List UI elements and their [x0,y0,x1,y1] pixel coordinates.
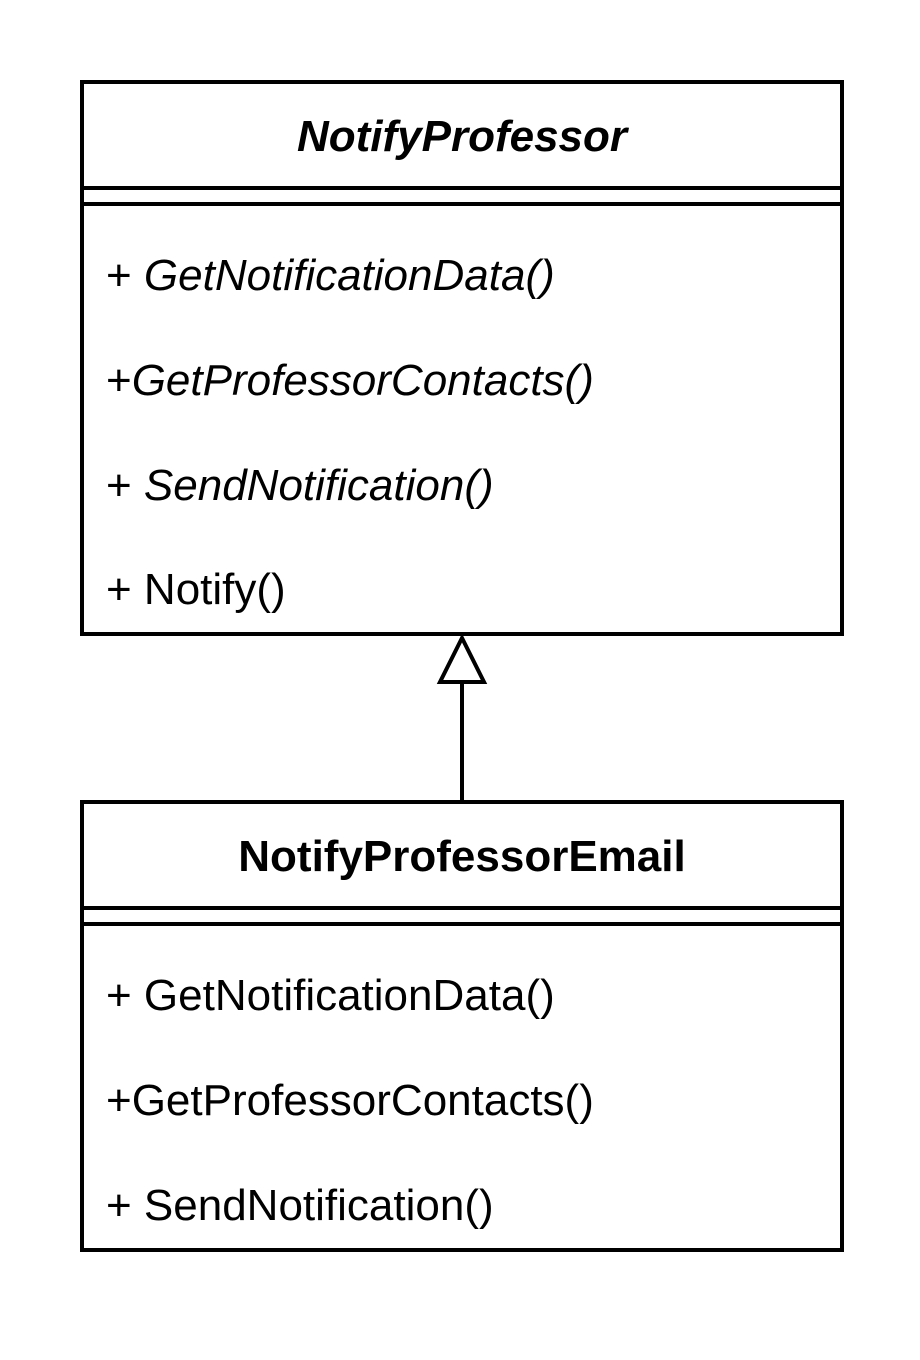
method-name: GetProfessorContacts() [131,1076,594,1125]
inheritance-arrowhead [436,633,488,684]
method-name: Notify() [143,565,286,614]
method-visibility: + [106,251,144,300]
method-visibility: + [106,461,144,510]
method-name: GetNotificationData() [143,251,555,300]
method-notify: + Notify() [106,568,286,612]
method-send-notification: + SendNotification() [106,464,494,508]
method-get-professor-contacts: +GetProfessorContacts() [106,1079,594,1123]
class-box-notify-professor[interactable]: NotifyProfessor + GetNotificationData() … [80,80,844,636]
method-name: SendNotification() [143,461,494,510]
class-name-notify-professor-email: NotifyProfessorEmail [238,832,686,881]
header-divider-top [84,186,840,190]
header-divider-bottom [84,202,840,206]
class-box-notify-professor-email[interactable]: NotifyProfessorEmail + GetNotificationDa… [80,800,844,1252]
method-send-notification: + SendNotification() [106,1184,494,1228]
header-divider-top [84,906,840,910]
method-get-notification-data: + GetNotificationData() [106,254,555,298]
method-visibility: + [106,971,144,1020]
class-name-notify-professor: NotifyProfessor [296,112,628,161]
method-visibility: + [106,1076,132,1125]
method-visibility: + [106,565,144,614]
method-get-notification-data: + GetNotificationData() [106,974,555,1018]
method-name: SendNotification() [143,1181,494,1230]
method-visibility: + [106,356,132,405]
method-get-professor-contacts: +GetProfessorContacts() [106,359,594,403]
method-visibility: + [106,1181,144,1230]
header-divider-bottom [84,922,840,926]
method-name: GetNotificationData() [143,971,555,1020]
method-name: GetProfessorContacts() [131,356,594,405]
